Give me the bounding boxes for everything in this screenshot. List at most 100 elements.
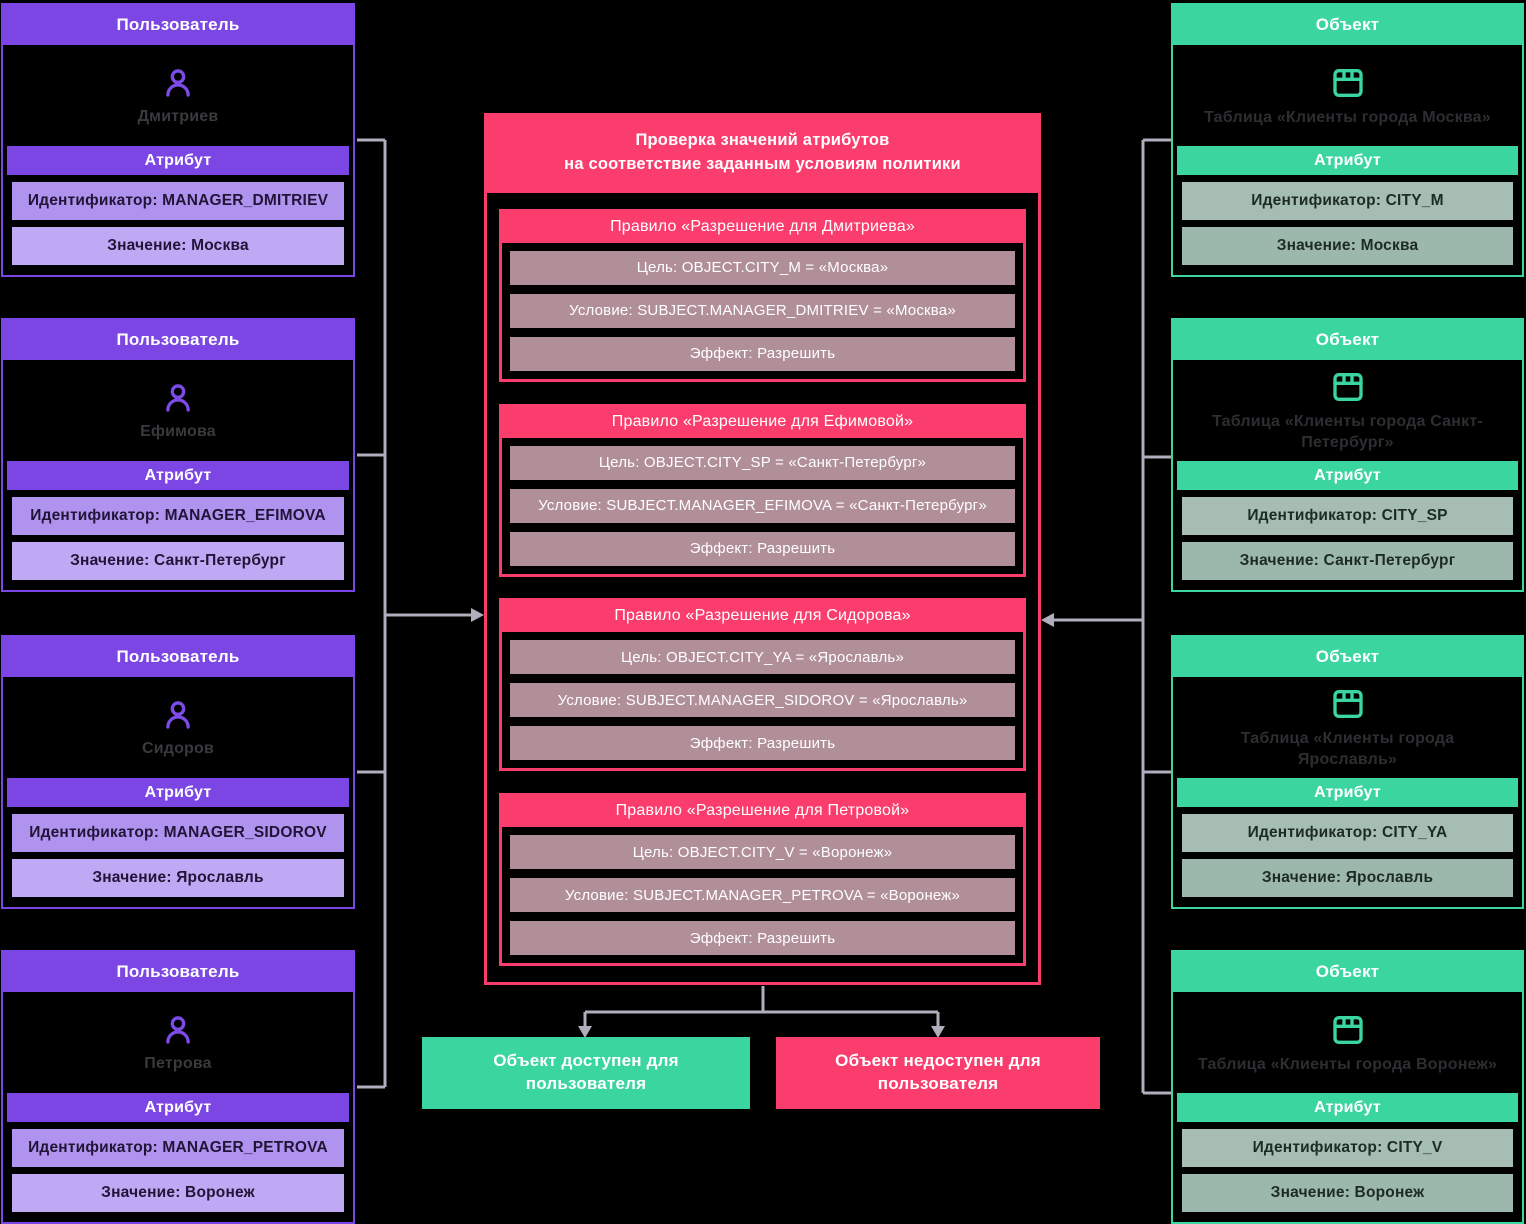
attribute-value: Значение: Санкт-Петербург: [12, 542, 344, 580]
right-card-stubs: [1143, 138, 1171, 1095]
attribute-identifier: Идентификатор: CITY_M: [1182, 182, 1513, 220]
object-name: Таблица «Клиенты города Санкт-Петербург»: [1212, 413, 1483, 451]
attribute-value: Значение: Воронеж: [12, 1174, 344, 1212]
object-name: Таблица «Клиенты города Воронеж»: [1197, 1055, 1498, 1073]
user-card-body: Сидоров: [3, 677, 353, 778]
denied-arrowhead-icon: [931, 1026, 945, 1038]
attribute-header: Атрибут: [1177, 1093, 1518, 1122]
attribute-identifier: Идентификатор: CITY_V: [1182, 1129, 1513, 1167]
object-card-header: Объект: [1173, 320, 1522, 360]
person-icon: [159, 696, 197, 734]
attribute-rows: Идентификатор: MANAGER_SIDOROV Значение:…: [3, 807, 353, 907]
attribute-identifier: Идентификатор: MANAGER_DMITRIEV: [12, 182, 344, 220]
object-card-4: Объект Таблица «Клиенты города Воронеж» …: [1171, 950, 1524, 1224]
outcome-denied-label: Объект недоступен для пользователя: [835, 1051, 1041, 1093]
rule-rows: Цель: OBJECT.CITY_M = «Москва» Условие: …: [502, 243, 1023, 379]
attribute-value: Значение: Ярославль: [1182, 859, 1513, 897]
table-icon: [1328, 63, 1368, 103]
right-arrowhead-icon: [1041, 613, 1054, 627]
object-card-3: Объект Таблица «Клиенты города Ярославль…: [1171, 635, 1524, 909]
user-name: Сидоров: [141, 739, 215, 757]
outcome-allowed-label: Объект доступен для пользователя: [493, 1051, 679, 1093]
user-card-header: Пользователь: [3, 952, 353, 992]
policy-panel-title: Проверка значений атрибутов на соответст…: [487, 116, 1038, 193]
user-card-header: Пользователь: [3, 320, 353, 360]
rule-rows: Цель: OBJECT.CITY_V = «Воронеж» Условие:…: [502, 827, 1023, 963]
attribute-identifier: Идентификатор: MANAGER_EFIMOVA: [12, 497, 344, 535]
attribute-header: Атрибут: [7, 461, 349, 490]
user-name: Ефимова: [140, 422, 216, 440]
rule-condition: Условие: SUBJECT.MANAGER_DMITRIEV = «Мос…: [510, 293, 1015, 328]
attribute-header: Атрибут: [1177, 461, 1518, 490]
rule-title: Правило «Разрешение для Сидорова»: [502, 601, 1023, 633]
object-card-header: Объект: [1173, 952, 1522, 992]
attribute-header: Атрибут: [1177, 146, 1518, 175]
left-arrowhead-icon: [471, 608, 484, 622]
rule-condition: Условие: SUBJECT.MANAGER_PETROVA = «Воро…: [510, 878, 1015, 912]
table-icon: [1328, 367, 1368, 407]
allowed-arrowhead-icon: [578, 1026, 592, 1038]
person-icon: [159, 64, 197, 102]
rule-card-3: Правило «Разрешение для Сидорова» Цель: …: [499, 598, 1026, 772]
rule-target: Цель: OBJECT.CITY_YA = «Ярославль»: [510, 640, 1015, 675]
table-icon: [1328, 684, 1368, 724]
rule-target: Цель: OBJECT.CITY_M = «Москва»: [510, 250, 1015, 285]
attribute-rows: Идентификатор: MANAGER_DMITRIEV Значение…: [3, 175, 353, 275]
user-card-4: Пользователь Петрова Атрибут Идентификат…: [1, 950, 355, 1224]
attribute-value: Значение: Москва: [12, 227, 344, 265]
user-card-2: Пользователь Ефимова Атрибут Идентификат…: [1, 318, 355, 592]
user-card-header: Пользователь: [3, 637, 353, 677]
policy-title-line1: Проверка значений атрибутов: [635, 131, 890, 149]
attribute-identifier: Идентификатор: MANAGER_SIDOROV: [12, 814, 344, 852]
rule-condition: Условие: SUBJECT.MANAGER_EFIMOVA = «Санк…: [510, 488, 1015, 523]
policy-title-line2: на соответствие заданным условиям полити…: [564, 154, 961, 173]
object-card-body: Таблица «Клиенты города Ярославль»: [1173, 677, 1522, 778]
attribute-value: Значение: Москва: [1182, 227, 1513, 265]
object-card-header: Объект: [1173, 5, 1522, 45]
rule-card-4: Правило «Разрешение для Петровой» Цель: …: [499, 793, 1026, 966]
attribute-rows: Идентификатор: MANAGER_PETROVA Значение:…: [3, 1122, 353, 1222]
rule-effect: Эффект: Разрешить: [510, 921, 1015, 955]
rule-title: Правило «Разрешение для Дмитриева»: [502, 211, 1023, 243]
rule-target: Цель: OBJECT.CITY_SP = «Санкт-Петербург»: [510, 445, 1015, 480]
object-card-header: Объект: [1173, 637, 1522, 677]
object-card-1: Объект Таблица «Клиенты города Москва» А…: [1171, 3, 1524, 277]
rule-card-1: Правило «Разрешение для Дмитриева» Цель:…: [499, 208, 1026, 382]
outcome-denied-box: Объект недоступен для пользователя: [776, 1037, 1100, 1109]
outcome-split-lines: [583, 986, 940, 1027]
rule-effect: Эффект: Разрешить: [510, 726, 1015, 761]
rule-title: Правило «Разрешение для Ефимовой»: [502, 406, 1023, 438]
attribute-header: Атрибут: [1177, 778, 1518, 807]
attribute-value: Значение: Санкт-Петербург: [1182, 542, 1513, 580]
object-card-body: Таблица «Клиенты города Москва»: [1173, 45, 1522, 146]
attribute-identifier: Идентификатор: CITY_YA: [1182, 814, 1513, 852]
rule-rows: Цель: OBJECT.CITY_YA = «Ярославль» Услов…: [502, 632, 1023, 768]
rule-target: Цель: OBJECT.CITY_V = «Воронеж»: [510, 835, 1015, 869]
rule-effect: Эффект: Разрешить: [510, 336, 1015, 371]
user-card-body: Ефимова: [3, 360, 353, 461]
object-name: Таблица «Клиенты города Москва»: [1204, 108, 1491, 126]
attribute-rows: Идентификатор: CITY_V Значение: Воронеж: [1173, 1122, 1522, 1222]
person-icon: [159, 379, 197, 417]
outcome-allowed-box: Объект доступен для пользователя: [422, 1037, 750, 1109]
attribute-header: Атрибут: [7, 146, 349, 175]
user-name: Дмитриев: [137, 107, 219, 125]
rule-card-2: Правило «Разрешение для Ефимовой» Цель: …: [499, 403, 1026, 577]
attribute-header: Атрибут: [7, 1093, 349, 1122]
attribute-rows: Идентификатор: CITY_YA Значение: Ярослав…: [1173, 807, 1522, 907]
person-icon: [159, 1011, 197, 1049]
object-card-2: Объект Таблица «Клиенты города Санкт-Пет…: [1171, 318, 1524, 592]
table-icon: [1328, 1010, 1368, 1050]
object-card-body: Таблица «Клиенты города Воронеж»: [1173, 992, 1522, 1093]
attribute-header: Атрибут: [7, 778, 349, 807]
attribute-value: Значение: Ярославль: [12, 859, 344, 897]
rule-effect: Эффект: Разрешить: [510, 531, 1015, 566]
policy-rules-list: Правило «Разрешение для Дмитриева» Цель:…: [487, 193, 1038, 982]
user-card-header: Пользователь: [3, 5, 353, 45]
user-card-body: Петрова: [3, 992, 353, 1093]
attribute-identifier: Идентификатор: CITY_SP: [1182, 497, 1513, 535]
user-name: Петрова: [144, 1054, 212, 1072]
attribute-value: Значение: Воронеж: [1182, 1174, 1513, 1212]
